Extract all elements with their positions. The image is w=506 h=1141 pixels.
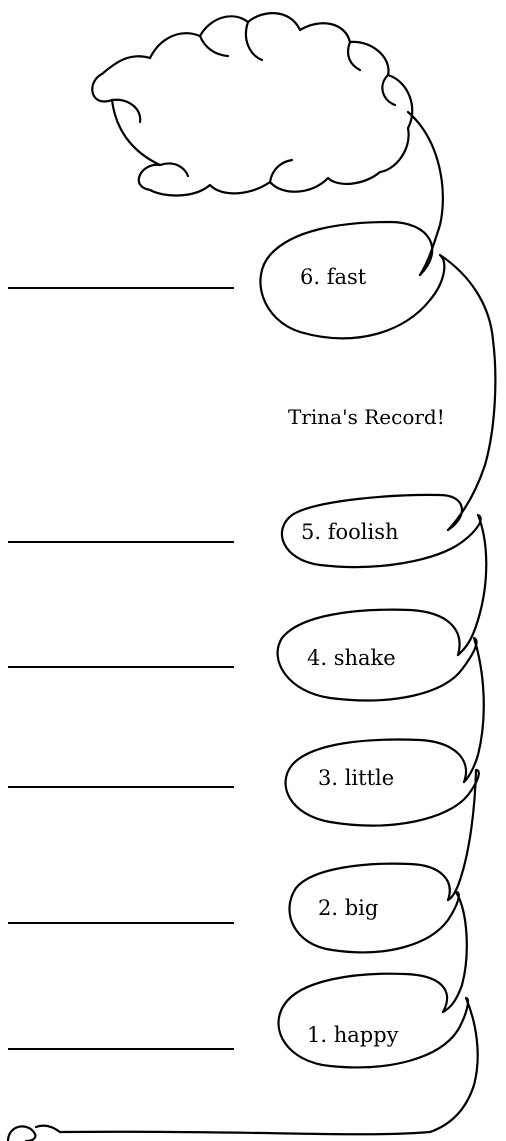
answer-line-3[interactable] bbox=[8, 786, 234, 788]
answer-line-2[interactable] bbox=[8, 922, 234, 924]
answer-line-4[interactable] bbox=[8, 666, 234, 668]
loop-3 bbox=[284, 738, 480, 902]
record-title: Trina's Record! bbox=[288, 405, 445, 429]
loop-1 bbox=[277, 972, 479, 1134]
word-label-6: 6. fast bbox=[300, 265, 367, 289]
word-label-3: 3. little bbox=[318, 766, 395, 790]
loop-2 bbox=[288, 862, 468, 1014]
loop-5 bbox=[280, 493, 488, 657]
answer-line-6[interactable] bbox=[8, 287, 234, 289]
cloud-icon bbox=[91, 12, 414, 197]
answer-line-1[interactable] bbox=[8, 1048, 234, 1050]
word-label-5: 5. foolish bbox=[301, 520, 399, 544]
swirl-icon bbox=[6, 1125, 37, 1141]
answer-line-5[interactable] bbox=[8, 541, 234, 543]
loop-4 bbox=[276, 608, 485, 784]
word-label-4: 4. shake bbox=[307, 646, 396, 670]
loop-6 bbox=[259, 220, 497, 532]
word-label-2: 2. big bbox=[318, 896, 379, 920]
word-label-1: 1. happy bbox=[307, 1023, 399, 1047]
